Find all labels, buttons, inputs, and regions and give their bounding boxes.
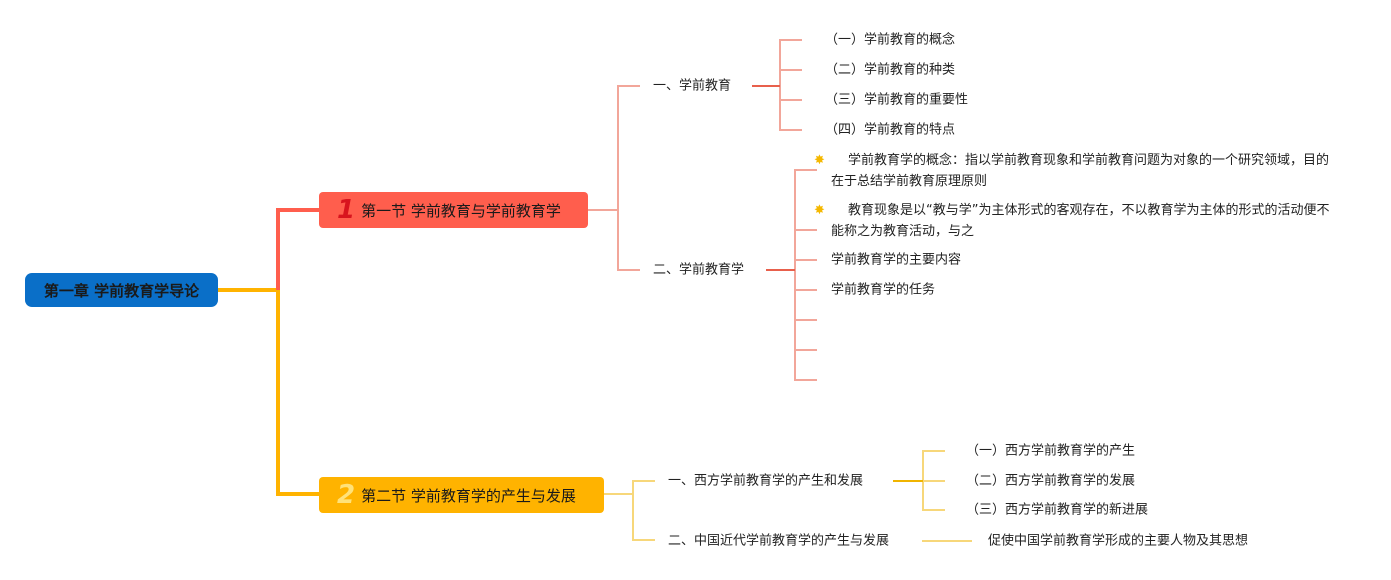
section-2-title: 第二节 学前教育学的产生与发展	[361, 486, 576, 505]
root-title: 第一章 学前教育学导论	[43, 281, 200, 300]
leaf-node[interactable]: （一）西方学前教育学的产生	[966, 443, 1136, 459]
leaf-node[interactable]: （四）学前教育的特点	[825, 122, 956, 138]
leaf-node[interactable]: （二）西方学前教育学的发展	[966, 473, 1136, 489]
section-1-title: 第一节 学前教育与学前教育学	[361, 201, 561, 220]
root-node[interactable]: 第一章 学前教育学导论	[25, 273, 218, 307]
number-2-icon: 2	[337, 480, 356, 510]
star-icon: ✸	[814, 153, 825, 168]
leaf-node[interactable]: ✸教育现象是以“教与学”为主体形式的客观存在，不以教育学为主体的形式的活动便不能…	[814, 200, 1331, 242]
leaf-node[interactable]: （二）学前教育的种类	[825, 62, 956, 78]
leaf-node[interactable]: ✸学前教育学的概念：指以学前教育现象和学前教育问题为对象的一个研究领域，目的在于…	[814, 150, 1331, 192]
topic-node[interactable]: 二、学前教育学	[653, 262, 745, 278]
number-1-icon: 1	[337, 195, 356, 225]
section-1-node[interactable]: 1 第一节 学前教育与学前教育学	[319, 192, 588, 228]
topic-node[interactable]: 二、中国近代学前教育学的产生与发展	[668, 533, 890, 549]
leaf-node[interactable]: 学前教育学的主要内容	[831, 252, 962, 268]
section-2-node[interactable]: 2 第二节 学前教育学的产生与发展	[319, 477, 604, 513]
topic-node[interactable]: 一、学前教育	[653, 78, 732, 94]
topic-node[interactable]: 一、西方学前教育学的产生和发展	[668, 473, 864, 489]
leaf-node[interactable]: （三）学前教育的重要性	[825, 92, 969, 108]
leaf-node[interactable]: 促使中国学前教育学形成的主要人物及其思想	[988, 533, 1249, 549]
leaf-node[interactable]: （三）西方学前教育学的新进展	[966, 502, 1149, 518]
leaf-node[interactable]: （一）学前教育的概念	[825, 32, 956, 48]
star-icon: ✸	[814, 203, 825, 218]
leaf-node[interactable]: 学前教育学的任务	[831, 282, 936, 298]
